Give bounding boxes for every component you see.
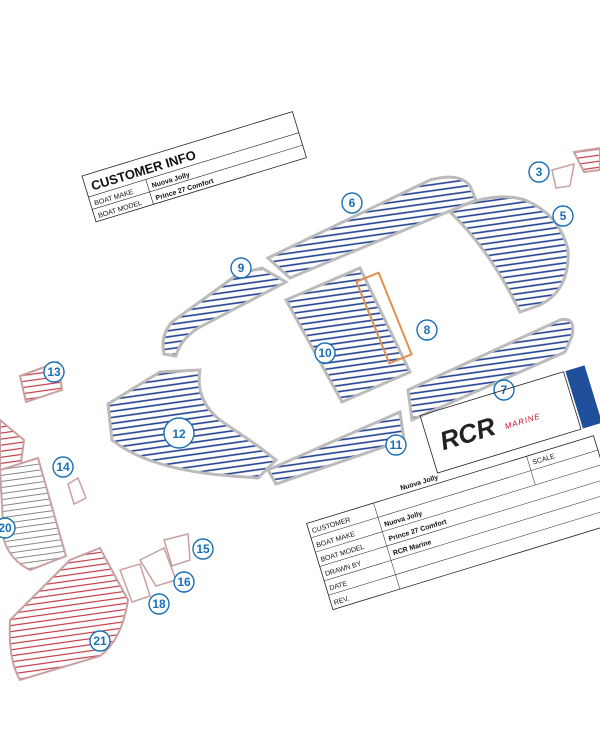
label-3: 3 <box>528 161 550 183</box>
svg-text:3: 3 <box>536 165 543 179</box>
label-9: 9 <box>230 257 252 279</box>
pad-11[interactable] <box>265 409 406 486</box>
label-11: 11 <box>385 434 407 456</box>
svg-text:20: 20 <box>0 521 12 535</box>
svg-text:5: 5 <box>560 209 567 223</box>
svg-text:18: 18 <box>152 597 166 611</box>
tb-boat-make-label: BOAT MAKE <box>316 531 357 550</box>
date-label: DATE <box>329 580 349 592</box>
pad-12[interactable] <box>106 368 279 480</box>
svg-text:12: 12 <box>172 427 186 441</box>
pad-5[interactable] <box>447 195 570 314</box>
brand-text: RCR <box>436 411 499 456</box>
pad-9[interactable] <box>161 266 290 358</box>
svg-text:9: 9 <box>238 261 245 275</box>
badge-icon <box>565 365 600 429</box>
pad-red-top-right[interactable] <box>572 146 600 174</box>
svg-text:13: 13 <box>47 365 61 379</box>
svg-text:10: 10 <box>318 346 332 360</box>
pad-7[interactable] <box>406 317 575 423</box>
label-13: 13 <box>43 361 65 383</box>
label-10: 10 <box>314 342 336 364</box>
label-21: 21 <box>89 630 111 652</box>
svg-text:16: 16 <box>177 575 191 589</box>
label-14: 14 <box>52 456 74 478</box>
pad-8[interactable] <box>355 271 413 365</box>
brand-sub: MARINE <box>504 412 542 431</box>
label-15: 15 <box>192 538 214 560</box>
label-6: 6 <box>341 192 363 214</box>
scale-label: SCALE <box>532 453 556 467</box>
customer-info-small: CUSTOMER INFO BOAT MAKE Nuova Jolly BOAT… <box>81 111 307 223</box>
pad-3-outline[interactable] <box>551 162 575 189</box>
pad-18[interactable] <box>119 563 151 603</box>
pad-grey-left[interactable] <box>0 456 68 572</box>
pad-15[interactable] <box>163 533 191 567</box>
pad-6[interactable] <box>265 175 478 280</box>
tb-boat-make-value: Nuova Jolly <box>384 510 424 528</box>
rev-label: REV. <box>333 595 350 606</box>
label-18: 18 <box>148 593 170 615</box>
svg-text:11: 11 <box>390 438 403 452</box>
label-8: 8 <box>416 319 438 341</box>
pad-14-outline[interactable] <box>67 476 87 506</box>
svg-text:15: 15 <box>196 542 210 556</box>
svg-text:8: 8 <box>424 323 431 337</box>
label-16: 16 <box>173 571 195 593</box>
svg-text:6: 6 <box>349 196 356 210</box>
drawn-by-value: RCR Marine <box>392 539 432 557</box>
label-20: 20 <box>0 517 16 539</box>
svg-text:21: 21 <box>93 634 107 648</box>
svg-text:14: 14 <box>56 460 70 474</box>
label-5: 5 <box>552 205 574 227</box>
label-12: 12 <box>163 417 195 449</box>
drawn-by-label: DRAWN BY <box>324 560 362 578</box>
customer-label: CUSTOMER <box>311 517 351 535</box>
pad-10[interactable] <box>283 266 413 404</box>
extra-make-value: Nuova Jolly <box>400 474 440 492</box>
